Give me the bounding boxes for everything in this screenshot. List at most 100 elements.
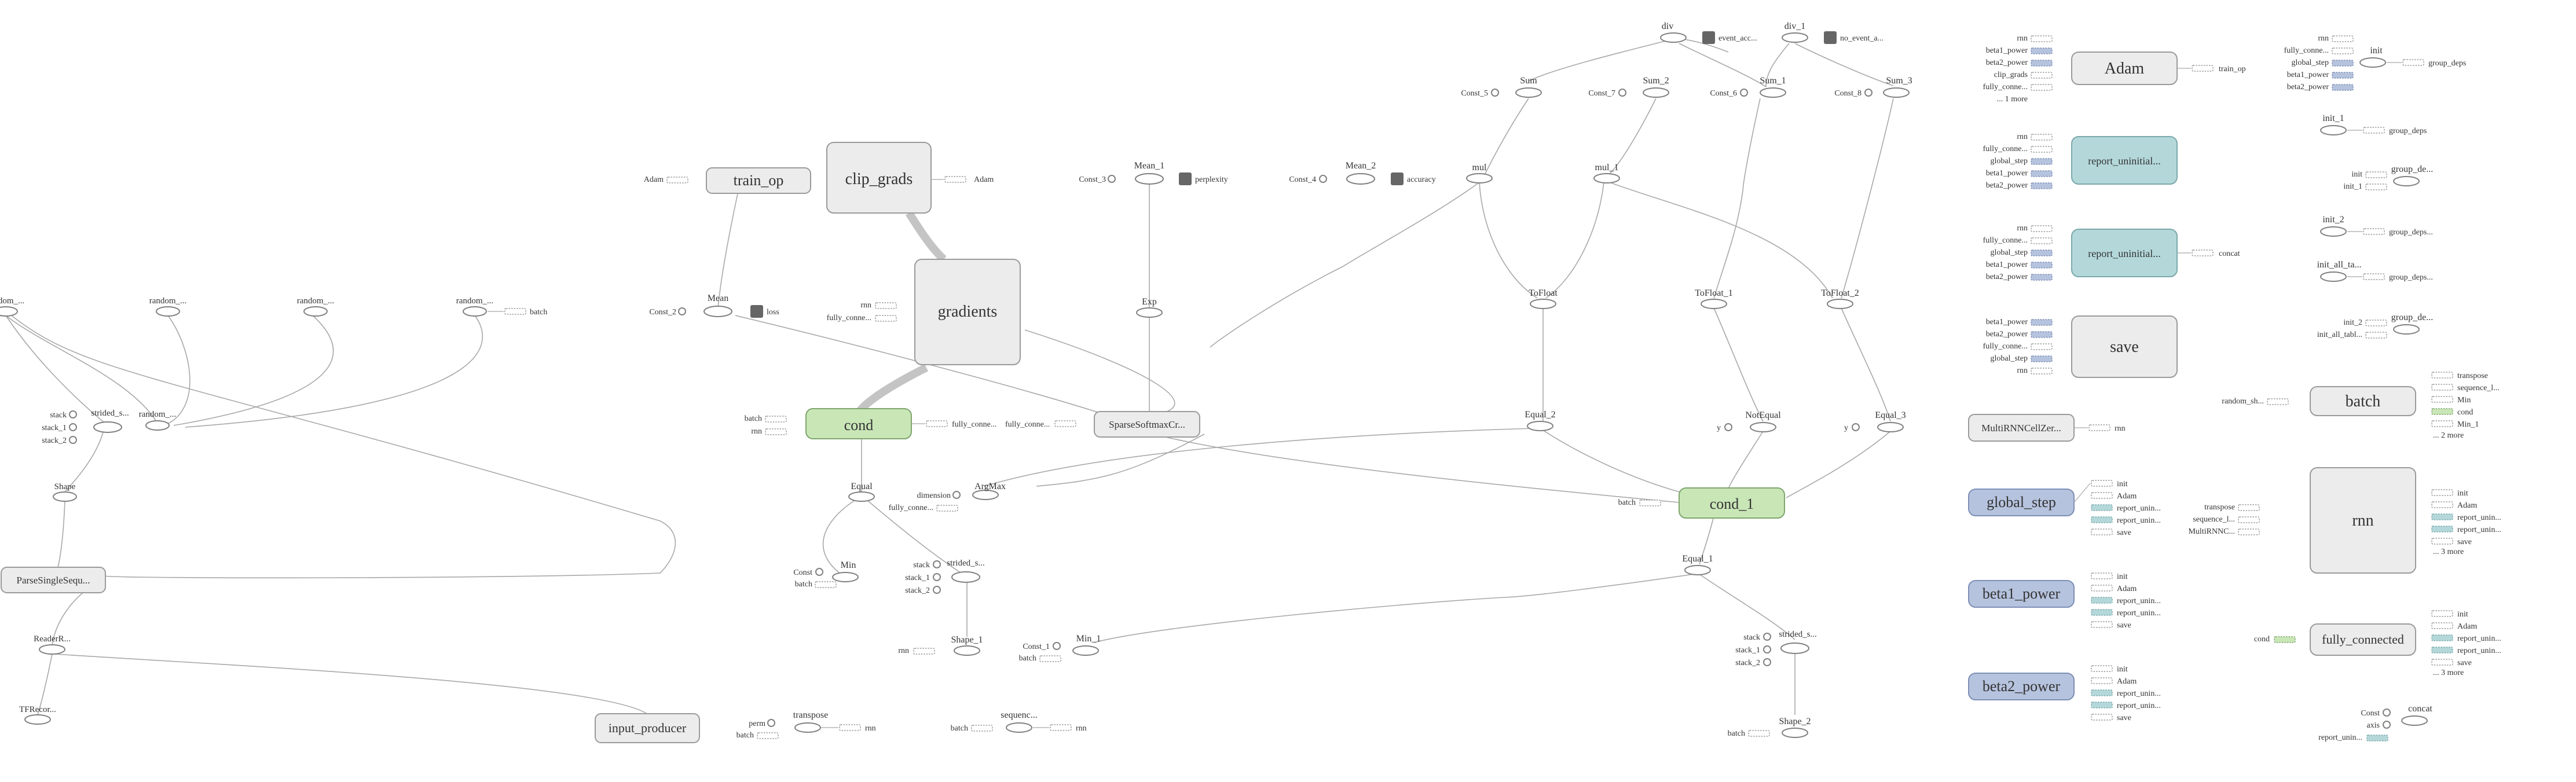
- stub-label: init_all_tabl...: [2317, 331, 2362, 339]
- stub-label: init: [2117, 480, 2128, 489]
- op-node[interactable]: ToFloat: [1529, 288, 1558, 309]
- const-group[interactable]: stack stack_1 stack_2 strided_s...: [905, 559, 984, 595]
- sequence-group[interactable]: batch sequenc... rnn: [951, 710, 1087, 733]
- edge: [5, 315, 111, 428]
- metanode[interactable]: gradients rnn fully_conne...: [827, 259, 1021, 365]
- stub-label: report_unin...: [2117, 504, 2161, 513]
- op-node[interactable]: random_...: [297, 296, 335, 317]
- node-label: init_all_ta...: [2317, 260, 2362, 270]
- div1-group[interactable]: div_1 no_event_a...: [1782, 21, 1884, 44]
- stub-label: cond: [2254, 635, 2270, 644]
- node-label: strided_s...: [91, 409, 129, 418]
- const-group[interactable]: Const_4 Mean_2 accuracy: [1289, 161, 1436, 185]
- notequal-group[interactable]: y NotEqual: [1717, 410, 1781, 432]
- node-label: Sum_2: [1643, 76, 1669, 86]
- op-node[interactable]: Shape: [53, 482, 77, 502]
- metanode-label: ParseSingleSequ...: [16, 575, 90, 586]
- stub-label: Adam: [644, 175, 664, 184]
- metanode[interactable]: train_op: [706, 167, 811, 194]
- node-label: random_...: [0, 296, 24, 306]
- init1-group[interactable]: init_1 group_deps: [2320, 113, 2427, 135]
- metanode[interactable]: clip_grads Adam: [826, 142, 994, 214]
- metanode-adam[interactable]: rnn beta1_power beta2_power clip_grads f…: [1983, 34, 2246, 104]
- sum-node[interactable]: Const_5 Sum: [1461, 76, 1542, 98]
- init-all-group[interactable]: init_all_ta... group_deps...: [2317, 260, 2433, 282]
- op-node[interactable]: random_... batch: [456, 296, 548, 317]
- edge: [984, 428, 1535, 487]
- stub-group[interactable]: Adam: [644, 175, 688, 184]
- argmax-group[interactable]: dimension fully_conne... ArgMax: [889, 482, 1006, 512]
- metanode-batch[interactable]: random_sh... batch transpose sequence_l.…: [2222, 372, 2499, 440]
- metanode-beta2-power[interactable]: beta2_power init Adam report_unin... rep…: [1968, 665, 2161, 722]
- const-group[interactable]: Const_2 Mean loss: [649, 293, 779, 318]
- min1-group[interactable]: Const_1 batch Min_1: [1019, 634, 1101, 663]
- op-node[interactable]: ToFloat_1: [1695, 288, 1733, 309]
- metanode[interactable]: batch rnn cond fully_conne...: [745, 408, 997, 439]
- const-label: Const_2: [649, 308, 676, 317]
- stub-label: Adam: [2117, 677, 2137, 686]
- equal3-group[interactable]: y Equal_3: [1844, 410, 1906, 432]
- metanode-rnn[interactable]: transpose sequence_l... MultiRNNC... rnn…: [2188, 467, 2501, 574]
- metanode-multirnn[interactable]: MultiRNNCellZer... rnn: [1968, 414, 2126, 442]
- metanode-global-step[interactable]: global_step init Adam report_unin... rep…: [1968, 480, 2161, 537]
- const-group[interactable]: stack stack_1 stack_2 strided_s...: [42, 409, 129, 445]
- edge: [173, 315, 334, 426]
- group-de-1[interactable]: init init_1 group_de...: [2343, 164, 2433, 191]
- stub-label: global_step: [2291, 58, 2329, 67]
- op-node[interactable]: random_...: [0, 296, 24, 317]
- edge: [54, 653, 649, 715]
- op-node[interactable]: ReaderR...: [34, 634, 71, 655]
- metanode-save[interactable]: beta1_power beta2_power fully_conne... g…: [1983, 315, 2178, 378]
- sum-node[interactable]: Const_6 Sum_1: [1710, 76, 1786, 98]
- metanode[interactable]: batch cond_1: [1618, 487, 1785, 519]
- edge: [1699, 574, 1795, 640]
- op-node[interactable]: ToFloat_2: [1821, 288, 1859, 309]
- op-node[interactable]: Equal_2: [1525, 410, 1556, 431]
- node-label: Equal_1: [1682, 554, 1713, 564]
- stub-label: report_unin...: [2117, 597, 2161, 605]
- metanode-report1[interactable]: rnn fully_conne... global_step beta1_pow…: [1983, 133, 2178, 190]
- stub-label: fully_conne...: [1005, 420, 1050, 429]
- concat-group[interactable]: Const axis report_unin... concat: [2318, 704, 2432, 742]
- stack-label: stack_1: [42, 424, 67, 432]
- init-group[interactable]: rnn fully_conne... global_step beta1_pow…: [2284, 34, 2467, 91]
- op-node[interactable]: Equal_1: [1682, 554, 1713, 575]
- metanode-report2[interactable]: rnn fully_conne... global_step beta1_pow…: [1983, 224, 2240, 281]
- op-node[interactable]: random_...: [139, 410, 177, 431]
- op-node[interactable]: mul_1: [1593, 163, 1620, 183]
- stack-label: stack_2: [1735, 659, 1760, 667]
- metanode-label: save: [2110, 338, 2139, 356]
- stub-label: init: [2457, 610, 2468, 619]
- const-group[interactable]: stack stack_1 stack_2 strided_s...: [1735, 630, 1816, 667]
- node-label: random_...: [456, 296, 494, 306]
- metanode-label: MultiRNNCellZer...: [1981, 423, 2061, 434]
- node-label: ReaderR...: [34, 634, 71, 644]
- const-group[interactable]: Const_3 Mean_1 perplexity: [1079, 161, 1228, 185]
- op-node[interactable]: Equal: [848, 482, 875, 502]
- stub-label: report_unin...: [2117, 516, 2161, 525]
- stub-label: ... 3 more: [2433, 548, 2464, 556]
- op-node[interactable]: batch Shape_2: [1728, 717, 1811, 738]
- op-node[interactable]: rnn Shape_1: [898, 635, 983, 656]
- node-label: Mean_2: [1346, 161, 1376, 171]
- metanode[interactable]: fully_conne... SparseSoftmaxCr...: [1005, 411, 1200, 438]
- sum-node[interactable]: Const_8 Sum_3: [1834, 76, 1912, 98]
- stub-label: transpose: [2457, 372, 2488, 380]
- stack-label: stack_1: [1735, 646, 1760, 655]
- transpose-group[interactable]: perm batch transpose rnn: [736, 710, 876, 740]
- op-node[interactable]: TFRecor...: [19, 705, 56, 725]
- metanode-fully-connected[interactable]: cond fully_connected init Adam report_un…: [2254, 610, 2501, 677]
- group-de-2[interactable]: init_2 init_all_tabl... group_de...: [2317, 313, 2433, 339]
- sum-node[interactable]: Const_7 Sum_2: [1588, 76, 1669, 98]
- op-node[interactable]: mul: [1466, 163, 1493, 183]
- op-node[interactable]: Exp: [1136, 297, 1163, 318]
- init2-group[interactable]: init_2 group_deps...: [2320, 215, 2433, 237]
- metanode-label: gradients: [938, 303, 998, 321]
- min-group[interactable]: Const batch Min: [793, 560, 859, 589]
- metanode-beta1-power[interactable]: beta1_power init Adam report_unin... rep…: [1968, 572, 2161, 630]
- metanode[interactable]: input_producer: [595, 713, 700, 743]
- metanode[interactable]: ParseSingleSequ...: [1, 567, 106, 593]
- div-group[interactable]: div event_acc...: [1660, 21, 1757, 44]
- op-node[interactable]: random_...: [149, 296, 187, 317]
